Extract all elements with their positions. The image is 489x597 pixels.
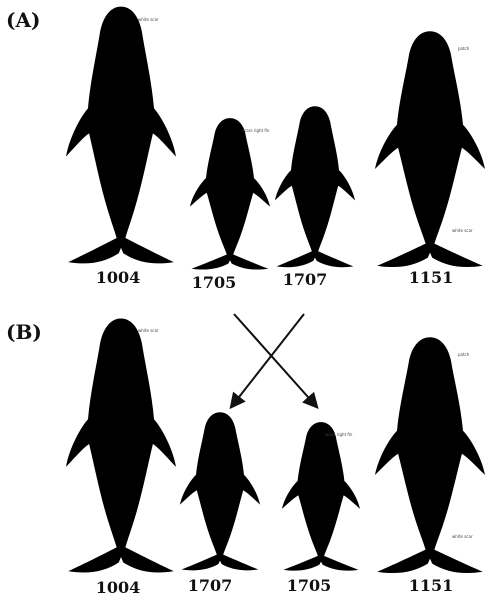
- id-label-b-4: 1151: [409, 576, 454, 595]
- id-label-b-2: 1707: [188, 576, 233, 595]
- whale-1707-b: [180, 410, 260, 575]
- arrow-1705-to-right: [234, 314, 316, 406]
- note-1004-b: white scar: [138, 328, 159, 333]
- whale-1705-b: [282, 420, 360, 575]
- note-1151-b-patch: patch: [458, 352, 469, 357]
- id-label-b-1: 1004: [96, 578, 141, 597]
- id-label-b-3: 1705: [287, 576, 332, 595]
- whale-1004-b: [66, 315, 176, 580]
- arrow-1707-to-left: [232, 314, 304, 406]
- note-1151-b-scar: white scar: [452, 534, 473, 539]
- whale-1151-b: [375, 334, 485, 580]
- note-1705-b: scars right fin: [325, 432, 352, 437]
